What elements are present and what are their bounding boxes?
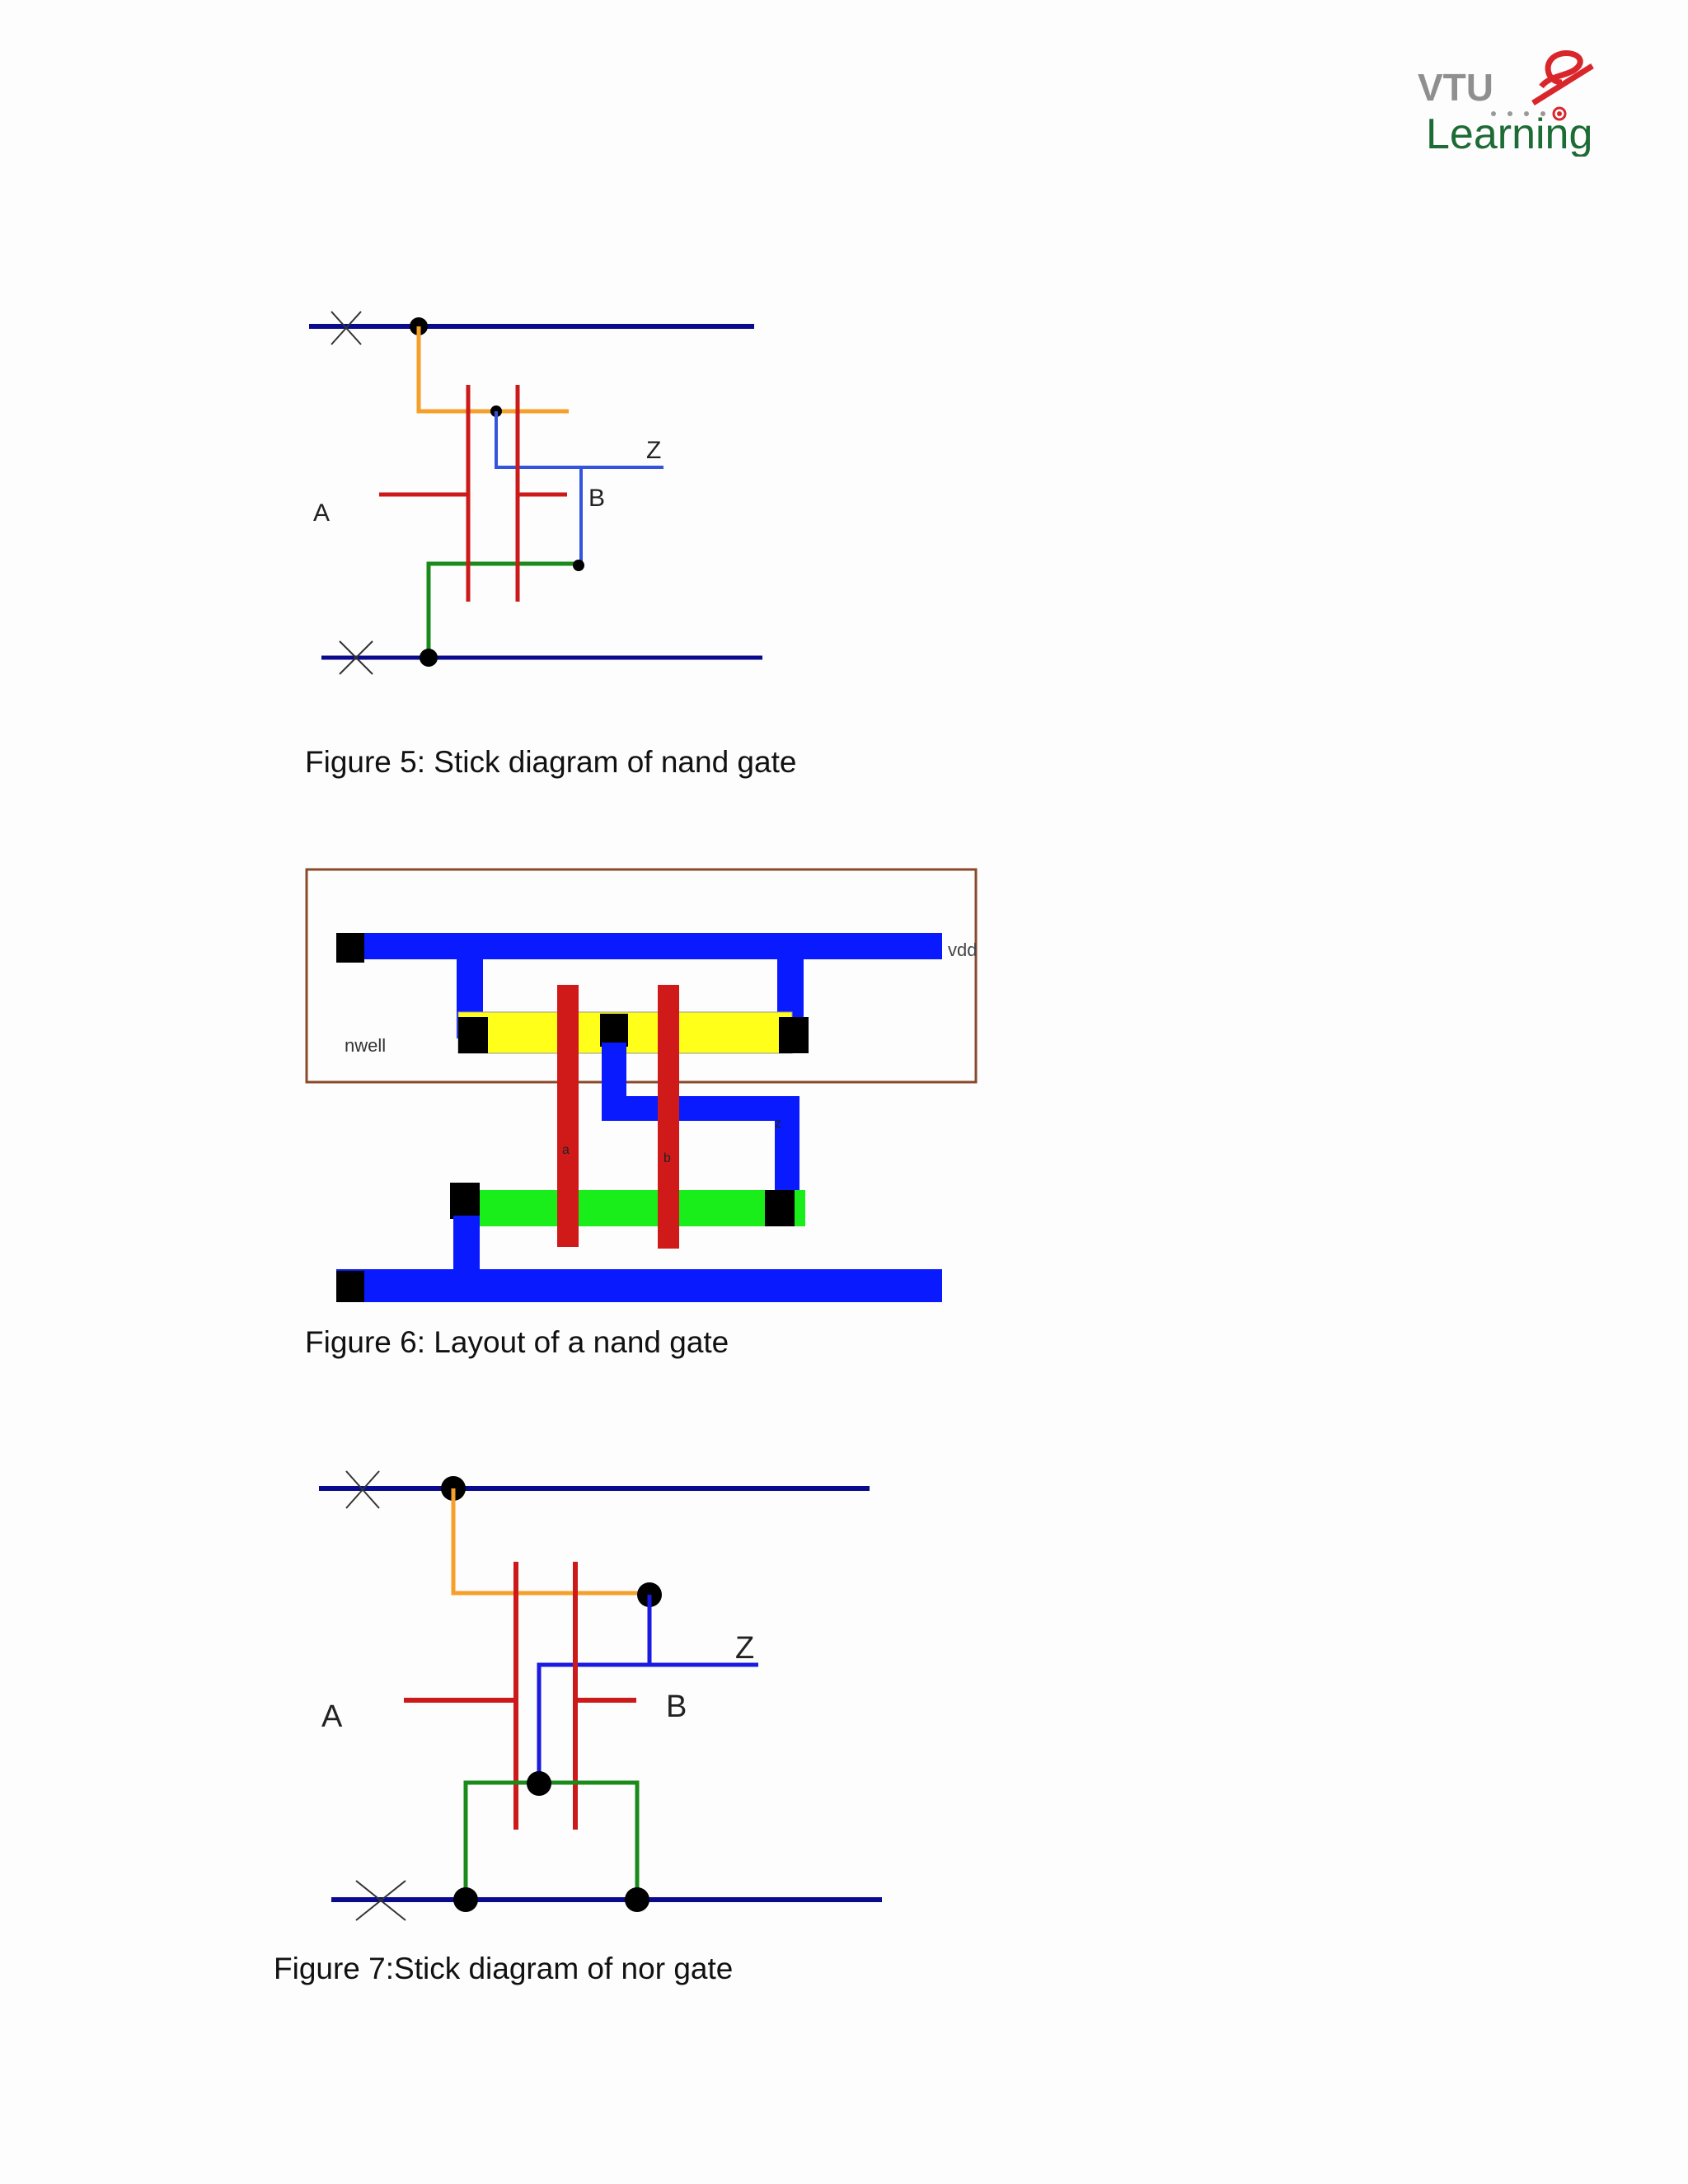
gnd-cross-icon <box>355 1880 406 1921</box>
vtu-elearning-logo: VTU Learning <box>1409 25 1607 158</box>
logo-e-swoosh <box>1531 50 1594 105</box>
n-contact <box>527 1771 551 1796</box>
vdd-contact <box>336 933 364 963</box>
n-contact <box>573 560 584 571</box>
p-diffusion <box>451 1488 649 1596</box>
logo-vtu-text: VTU <box>1418 66 1493 109</box>
label-b: b <box>663 1151 671 1165</box>
p-contact-left <box>458 1017 488 1053</box>
gnd-contact <box>420 649 438 667</box>
label-a: A <box>313 499 330 527</box>
figure-5-caption: Figure 5: Stick diagram of nand gate <box>305 745 797 779</box>
output-metal <box>495 411 663 469</box>
label-a: a <box>562 1143 570 1157</box>
n-contact-right <box>765 1190 795 1226</box>
nwell-boundary <box>305 868 978 1084</box>
label-b: B <box>666 1690 687 1724</box>
label-z: Z <box>646 437 661 464</box>
gnd-contact-right <box>625 1887 649 1912</box>
vdd-metal <box>338 933 942 959</box>
label-z: Z <box>735 1631 754 1666</box>
label-nwell: nwell <box>345 1035 386 1056</box>
label-vdd: vdd <box>948 940 977 960</box>
output-metal <box>537 1662 758 1784</box>
poly-b <box>658 985 679 1249</box>
logo-learning-text: Learning <box>1426 110 1592 157</box>
n-diffusion <box>426 561 577 658</box>
p-contact-mid <box>600 1014 628 1047</box>
n-contact-left <box>450 1183 480 1219</box>
label-b: B <box>588 485 605 512</box>
figure-5-nand-stick-diagram: A B Z <box>297 297 775 692</box>
figure-7-nor-stick-diagram: A B Z <box>297 1459 890 1937</box>
label-z: z <box>775 1117 781 1131</box>
gnd-cross-icon <box>339 640 373 675</box>
gnd-contact <box>336 1271 364 1302</box>
gnd-metal <box>336 1269 942 1302</box>
figure-6-caption: Figure 6: Layout of a nand gate <box>305 1325 729 1359</box>
n-diffusion <box>463 1780 640 1900</box>
label-a: A <box>321 1699 343 1734</box>
poly-a <box>557 985 579 1247</box>
p-diffusion <box>416 326 569 414</box>
vdd-cross-icon <box>331 311 362 345</box>
output-metal <box>602 1043 799 1203</box>
p-contact-right <box>779 1017 809 1053</box>
figure-6-nand-layout: nwell vdd a b z <box>297 857 989 1310</box>
gnd-contact-left <box>453 1887 478 1912</box>
vdd-cross-icon <box>345 1470 380 1509</box>
figure-7-caption: Figure 7:Stick diagram of nor gate <box>274 1952 734 1985</box>
n-diffusion <box>453 1190 805 1226</box>
